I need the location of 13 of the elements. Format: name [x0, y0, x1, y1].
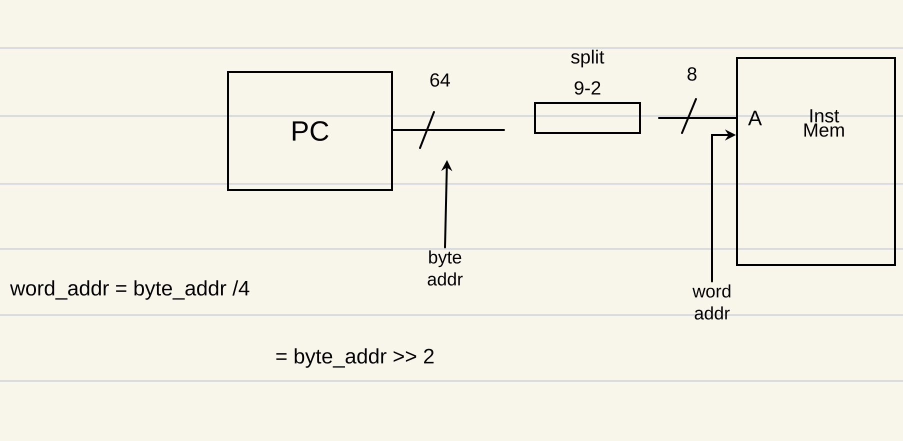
node-label: split — [571, 50, 604, 68]
block-box: PC — [227, 71, 393, 191]
block-box: split 9-2 — [534, 50, 641, 134]
node-label: 9-2 — [574, 81, 600, 95]
note-text: = byte_addr >> 2 — [276, 348, 434, 368]
note-text: word_addr = byte_addr /4 — [10, 280, 250, 300]
edge-label: 8 — [688, 67, 696, 81]
note-text: word addr — [692, 284, 730, 320]
wire — [392, 129, 505, 131]
note-text: A — [748, 110, 762, 126]
edge-label: 64 — [430, 73, 450, 87]
note-text: byte addr — [428, 250, 463, 286]
wire — [658, 117, 737, 119]
